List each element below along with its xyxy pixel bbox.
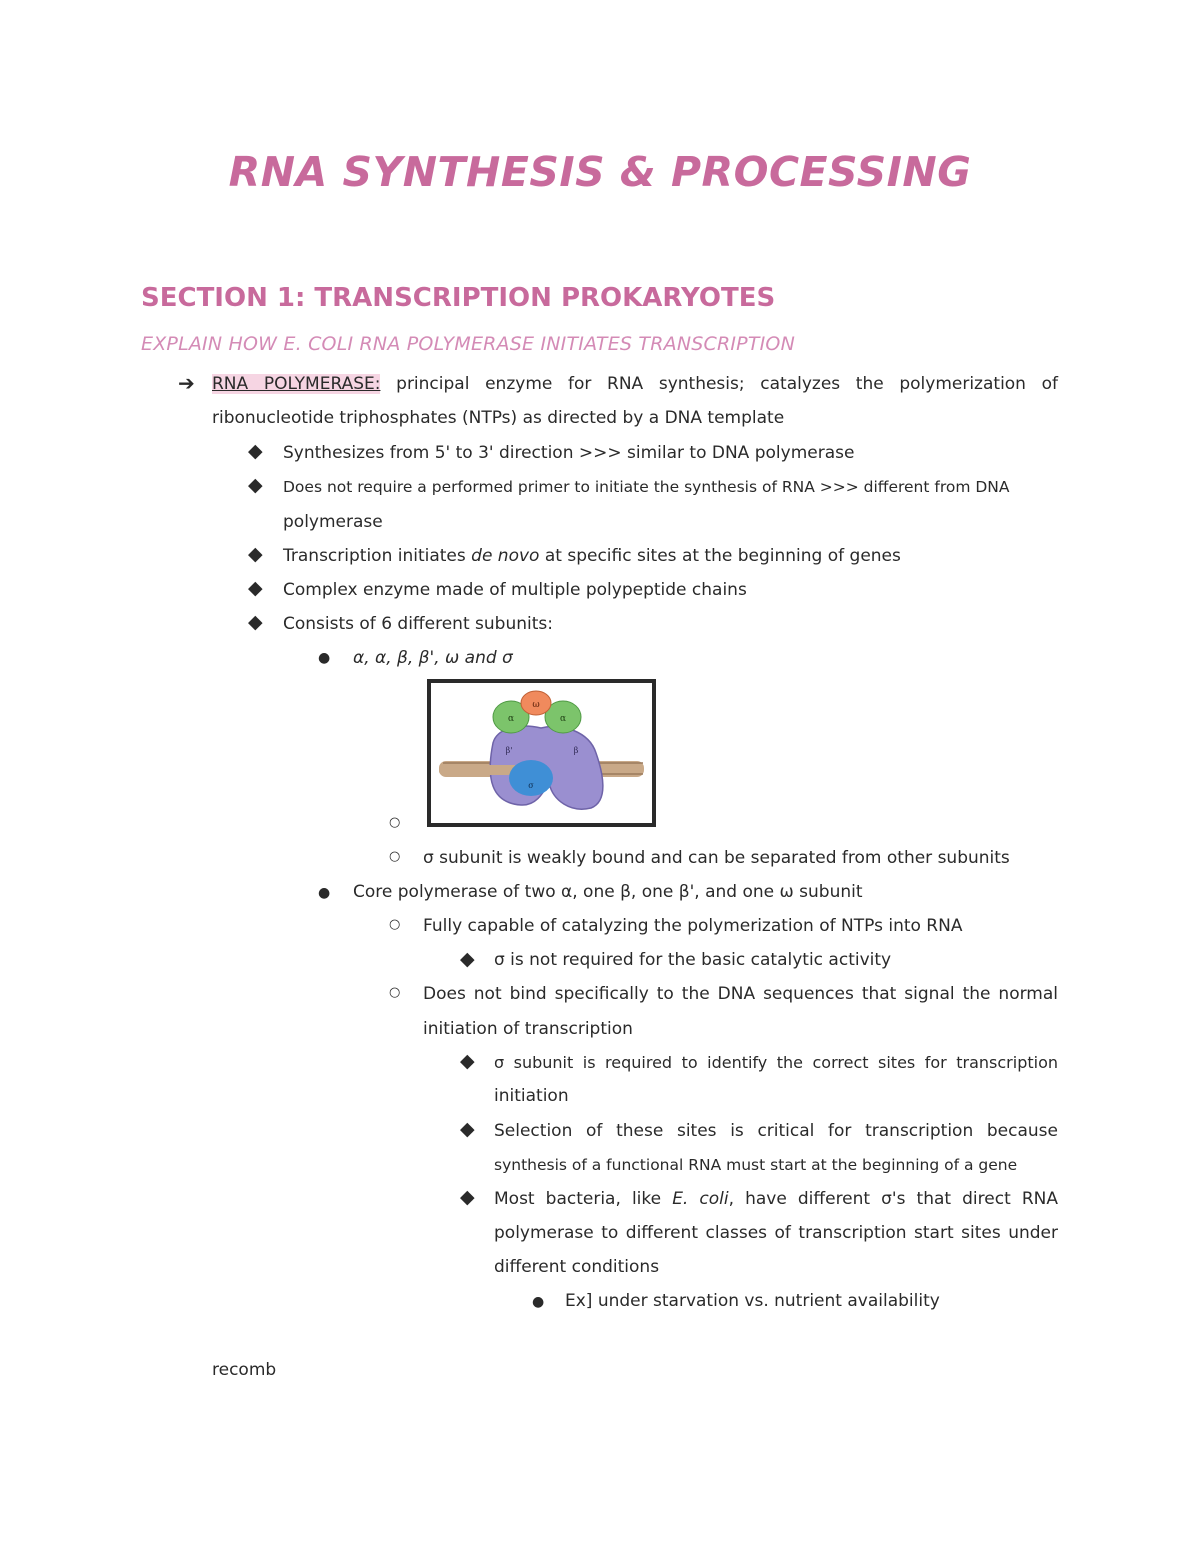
rna-polymerase-illustration: α α ω β' β σ bbox=[439, 690, 644, 810]
page-title: RNA SYNTHESIS & PROCESSING bbox=[228, 148, 972, 196]
section-heading: SECTION 1: TRANSCRIPTION PROKARYOTES bbox=[141, 283, 776, 313]
diamond-bullet-icon: ◆ bbox=[248, 577, 263, 599]
diamond-bullet-icon: ◆ bbox=[460, 1050, 475, 1072]
footer-note: recomb bbox=[212, 1360, 277, 1380]
circle-bullet-icon: ○ bbox=[389, 985, 401, 1000]
diamond-bullet-icon: ◆ bbox=[248, 440, 263, 462]
dna-strand-front bbox=[439, 765, 519, 775]
dot-bullet-icon: ● bbox=[318, 885, 331, 901]
diamond-bullet-icon: ◆ bbox=[248, 611, 263, 633]
dot-bullet-icon: ● bbox=[532, 1294, 545, 1310]
circle-bullet-icon: ○ bbox=[389, 849, 401, 864]
sigma-label: σ bbox=[528, 781, 534, 790]
alpha-subunit-left-shape bbox=[492, 700, 530, 734]
core-subpoint-cont: different conditions bbox=[494, 1257, 660, 1277]
rna-polymerase-figure: α α ω β' β σ bbox=[427, 679, 656, 827]
rna-polymerase-definition-line2: ribonucleotide triphosphates (NTPs) as d… bbox=[212, 408, 785, 428]
core-subpoint: Selection of these sites is critical for… bbox=[494, 1121, 1058, 1141]
rna-polymerase-definition: principal enzyme for RNA synthesis; cata… bbox=[396, 374, 1059, 394]
core-subpoint-cont: initiation bbox=[494, 1086, 569, 1106]
property-item: Complex enzyme made of multiple polypept… bbox=[283, 580, 747, 600]
core-subpoint-cont: synthesis of a functional RNA must start… bbox=[494, 1156, 1018, 1174]
alpha-subunit-right-shape bbox=[544, 700, 582, 734]
core-point: Does not bind specifically to the DNA se… bbox=[423, 984, 1058, 1004]
rna-polymerase-term: RNA POLYMERASE: bbox=[212, 374, 381, 394]
core-subpoint-cont: polymerase to different classes of trans… bbox=[494, 1223, 1058, 1243]
core-subpoint: Most bacteria, like E. coli, have differ… bbox=[494, 1188, 1058, 1210]
core-subpoint: σ is not required for the basic catalyti… bbox=[494, 950, 892, 970]
beta-label: β bbox=[574, 746, 579, 755]
property-item: Does not require a performed primer to i… bbox=[283, 478, 1010, 496]
arrow-bullet-icon: ➔ bbox=[178, 371, 195, 395]
beta-prime-label: β' bbox=[506, 746, 513, 755]
sigma-note: σ subunit is weakly bound and can be sep… bbox=[423, 848, 1010, 868]
circle-bullet-icon: ○ bbox=[389, 815, 401, 830]
emphasis-text: de novo bbox=[471, 546, 540, 566]
rna-polymerase-definition-line1: RNA POLYMERASE: principal enzyme for RNA… bbox=[212, 373, 1058, 395]
core-point: Fully capable of catalyzing the polymeri… bbox=[423, 916, 963, 936]
section-subtitle: EXPLAIN HOW E. COLI RNA POLYMERASE INITI… bbox=[141, 333, 796, 355]
alpha-right-label: α bbox=[560, 714, 566, 724]
diamond-bullet-icon: ◆ bbox=[460, 1118, 475, 1140]
circle-bullet-icon: ○ bbox=[389, 917, 401, 932]
diamond-bullet-icon: ◆ bbox=[460, 1186, 475, 1208]
omega-subunit-shape bbox=[520, 690, 552, 716]
diamond-bullet-icon: ◆ bbox=[248, 543, 263, 565]
omega-label: ω bbox=[532, 700, 539, 710]
property-item-cont: polymerase bbox=[283, 512, 383, 532]
text-run: at specific sites at the beginning of ge… bbox=[539, 546, 901, 566]
core-point-cont: initiation of transcription bbox=[423, 1019, 633, 1039]
subunit-list: α, α, β, β', ω and σ bbox=[353, 648, 513, 668]
property-item: Transcription initiates de novo at speci… bbox=[283, 545, 901, 567]
core-polymerase-heading: Core polymerase of two α, one β, one β',… bbox=[353, 882, 863, 902]
alpha-left-label: α bbox=[508, 714, 514, 724]
property-item: Synthesizes from 5' to 3' direction >>> … bbox=[283, 443, 855, 463]
sigma-subunit-shape bbox=[509, 760, 553, 796]
dot-bullet-icon: ● bbox=[318, 650, 331, 666]
diamond-bullet-icon: ◆ bbox=[248, 474, 263, 496]
text-run: Most bacteria, like bbox=[494, 1189, 673, 1209]
core-subpoint: σ subunit is required to identify the co… bbox=[494, 1053, 1058, 1072]
text-run: Transcription initiates bbox=[283, 546, 472, 566]
text-run: , have different σ's that direct RNA bbox=[728, 1189, 1058, 1209]
diamond-bullet-icon: ◆ bbox=[460, 948, 475, 970]
property-item: Consists of 6 different subunits: bbox=[283, 614, 553, 634]
emphasis-text: E. coli bbox=[672, 1189, 729, 1209]
example-item: Ex] under starvation vs. nutrient availa… bbox=[565, 1291, 940, 1311]
